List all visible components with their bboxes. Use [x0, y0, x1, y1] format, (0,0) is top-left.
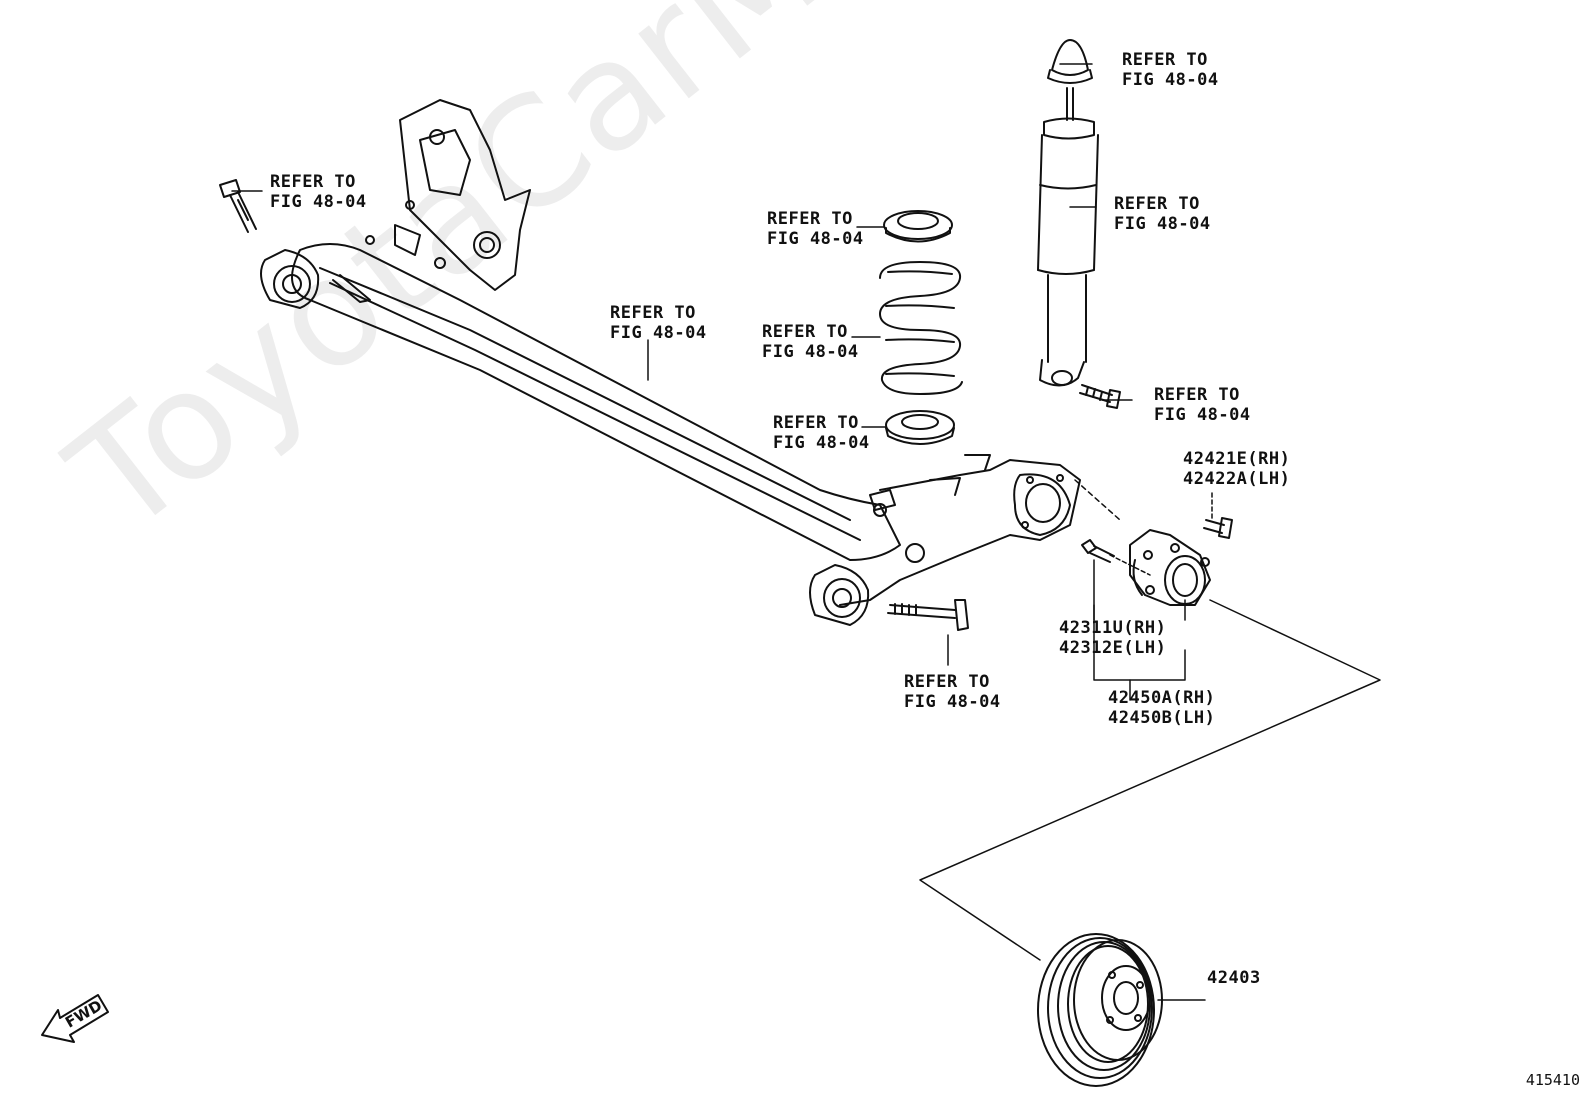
part-label-hub-assembly: 42450A(RH)42450B(LH) [1108, 688, 1216, 728]
axle-beam-assembly [260, 99, 1081, 626]
part-label-brake-drum: 42403 [1207, 968, 1261, 988]
axle-hub [1129, 529, 1211, 606]
part-label-axle-hub: 42311U(RH)42312E(LH) [1059, 618, 1167, 658]
hub-stud-bolt [1081, 539, 1115, 563]
part-label-hub-bolt: 42421E(RH)42422A(LH) [1183, 449, 1291, 489]
hub-bolt [1203, 517, 1233, 539]
upper-spring-insulator [883, 210, 953, 243]
right-pivot-bolt [887, 599, 969, 631]
coil-spring [879, 261, 963, 395]
brake-drum [1037, 933, 1163, 1087]
leader-lines [231, 63, 1381, 1001]
left-pivot-bolt [219, 179, 257, 233]
shock-absorber [1037, 39, 1099, 387]
lower-spring-insulator [885, 410, 955, 445]
illustration-number: 415410 [1525, 1071, 1580, 1089]
